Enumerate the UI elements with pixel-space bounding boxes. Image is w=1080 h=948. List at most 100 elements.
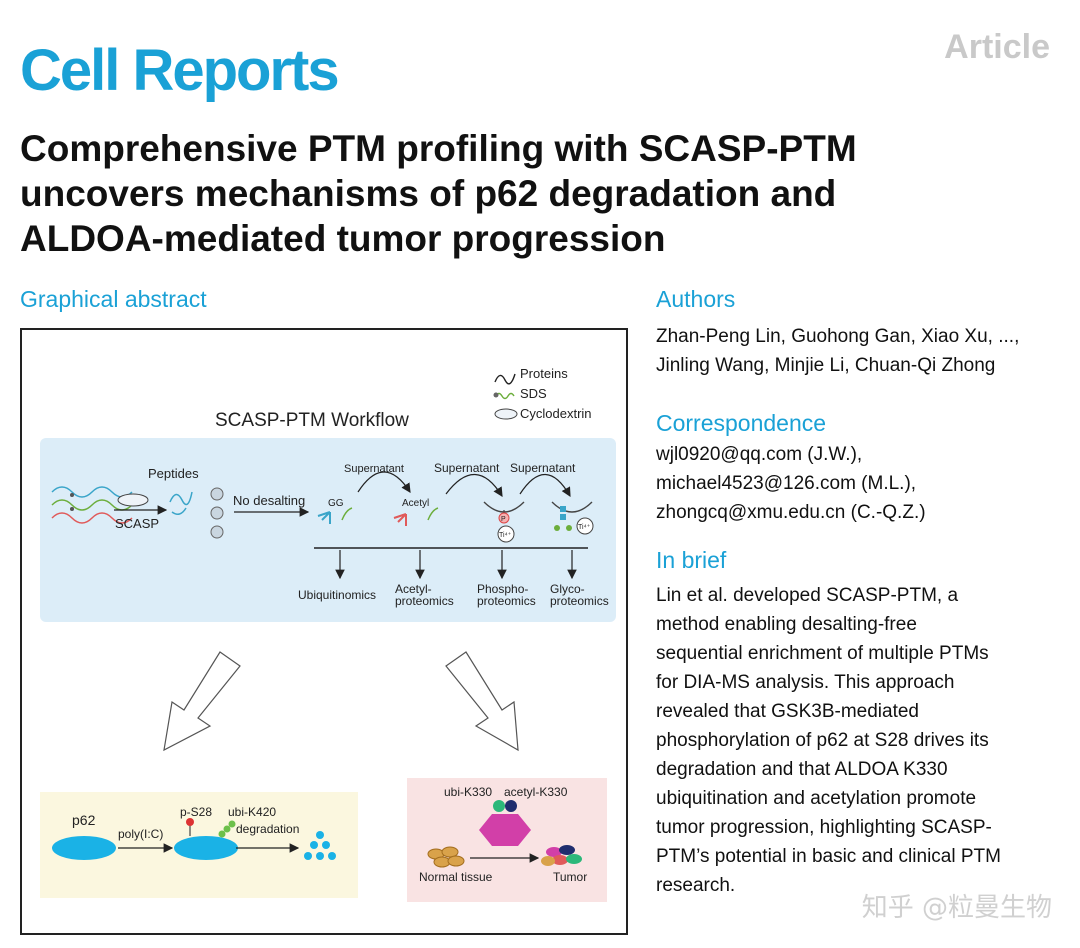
output-phospho-line1: Phospho- [477,582,528,596]
ubi-k420-label: ubi-K420 [228,805,276,819]
legend-cyclodextrin: Cyclodextrin [520,406,592,421]
output-ubiquitinomics: Ubiquitinomics [298,588,376,602]
gg-label: GG [328,498,344,509]
ubi-k330-label: ubi-K330 [444,785,492,799]
legend-proteins: Proteins [520,366,568,381]
glycan-icon-3 [554,525,560,531]
tumor-icon [541,845,582,866]
scasp-label: SCASP [115,516,159,531]
acetyl-k330-label: acetyl-K330 [504,785,568,799]
acetyl-label: Acetyl [402,498,429,509]
title-line-3: ALDOA-mediated tumor progression [20,218,666,259]
brief-line: PTM’s potential in basic and clinical PT… [656,846,1001,867]
ps28-label: p-S28 [180,805,212,819]
output-phospho-line2: proteomics [477,594,536,608]
paper-title: Comprehensive PTM profiling with SCASP-P… [20,126,1020,261]
cyclodextrin-legend-icon [494,408,518,420]
brief-line: revealed that GSK3B-mediated [656,701,919,722]
legend-sds: SDS [520,386,547,401]
brief-line: research. [656,875,736,896]
ti-bead-icon-2 [576,517,594,535]
figure-legend: Proteins SDS Cyclodextrin [493,366,592,421]
cyclodextrin-icon [117,493,149,507]
protein-legend-icon [494,373,516,385]
supernatant-arrow-2 [445,473,503,498]
normal-tissue-icon [427,846,465,868]
in-brief-heading: In brief [656,547,727,573]
title-line-2: uncovers mechanisms of p62 degradation a… [20,173,837,214]
supernatant-label-1: Supernatant [344,463,404,475]
authors-heading: Authors [656,286,736,312]
acetyl-bead-icon [427,507,439,521]
in-brief-text: Lin et al. developed SCASP-PTM, a method… [656,581,1066,900]
watermark: 知乎 @粒曼生物 [861,893,1052,923]
output-glyco-line2: proteomics [550,594,609,608]
ti-label-2: Ti⁴⁺ [578,524,591,531]
workflow-title: SCASP-PTM Workflow [215,410,409,431]
authors-line-2: Jinling Wang, Minjie Li, Chuan-Qi Zhong [656,355,996,376]
correspondence-email-3[interactable]: zhongcq@xmu.edu.cn (C.-Q.Z.) [656,502,926,523]
no-desalting-label: No desalting [233,493,305,508]
aldoa-hexagon-icon [479,814,531,846]
title-line-1: Comprehensive PTM profiling with SCASP-P… [20,128,857,169]
workflow-panel [40,438,616,622]
glyco-capture-icon [551,501,593,513]
correspondence-email-2[interactable]: michael4523@126.com (M.L.), [656,473,917,494]
graphical-abstract-svg: Proteins SDS Cyclodextrin SCASP-PTM Work… [40,366,616,902]
peptides-label: Peptides [148,466,199,481]
sds-legend-icon [495,392,515,400]
supernatant-label-3: Supernatant [510,461,576,475]
degradation-label: degradation [236,822,299,836]
output-acetyl-line1: Acetyl- [395,582,432,596]
brief-line: for DIA-MS analysis. This approach [656,672,955,693]
tumor-label: Tumor [553,870,587,884]
p62-protein-icon [52,836,116,860]
correspondence-email-1[interactable]: wjl0920@qq.com (J.W.), [656,444,863,465]
output-acetyl-line2: proteomics [395,594,454,608]
glycan-icon [560,506,566,512]
brief-line: degradation and that ALDOA K330 [656,759,948,780]
article-type-label: Article [944,28,1050,66]
poly-ic-label: poly(I:C) [118,827,163,841]
gg-bead-icon [341,507,353,521]
hollow-arrow-left [163,651,241,752]
phospho-site-icon [186,818,194,826]
authors-list: Zhan-Peng Lin, Guohong Gan, Xiao Xu, ...… [656,322,1066,380]
brief-line: phosphorylation of p62 at S28 drives its [656,730,989,751]
journal-name: Cell Reports [20,38,340,103]
supernatant-label-2: Supernatant [434,461,500,475]
brief-line: tumor progression, highlighting SCASP- [656,817,992,838]
glycan-icon-4 [566,525,572,531]
graphical-abstract-figure: Proteins SDS Cyclodextrin SCASP-PTM Work… [20,328,628,935]
brief-line: sequential enrichment of multiple PTMs [656,643,989,664]
ti-bead-icon-1 [497,525,515,543]
correspondence-heading: Correspondence [656,410,827,436]
supernatant-arrow-3 [519,474,571,498]
normal-tissue-label: Normal tissue [419,870,493,884]
sds-head-icon [493,392,499,398]
output-glyco-line1: Glyco- [550,582,585,596]
peptides-icon [169,491,193,515]
brief-line: Lin et al. developed SCASP-PTM, a [656,585,959,606]
hollow-arrow-right [445,651,519,752]
protein-mixture-icon [51,486,133,524]
degraded-fragments-icon [304,831,336,860]
p62-modified-icon [174,836,238,860]
ubiquitin-chain-icon [218,820,236,838]
brief-line: method enabling desalting-free [656,614,917,635]
acetyl-antibody-icon [393,513,407,526]
peptide-cluster-icon [210,487,224,539]
phosphate-label: P [501,516,506,523]
phosphate-icon [498,512,510,524]
ti-label-1: Ti⁴⁺ [499,532,512,539]
glycan-icon-2 [560,514,566,520]
gg-antibody-icon [317,511,331,524]
brief-line: ubiquitination and acetylation promote [656,788,977,809]
ubiquitin-mod-icon [493,800,505,812]
acetyl-mod-icon [505,800,517,812]
authors-line-1: Zhan-Peng Lin, Guohong Gan, Xiao Xu, ...… [656,326,1020,347]
graphical-abstract-heading: Graphical abstract [20,286,207,312]
supernatant-arrow-1 [357,471,411,494]
p62-label: p62 [72,812,96,828]
correspondence-list: wjl0920@qq.com (J.W.), michael4523@126.c… [656,440,1066,527]
